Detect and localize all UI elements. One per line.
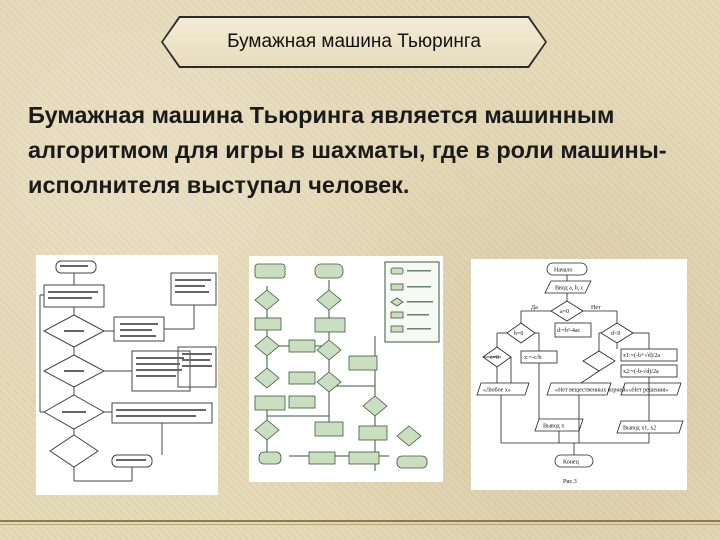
flowchart-figure-1 [36,255,218,495]
fig3-end: Конец [563,460,580,466]
fig3-any: «Любое x» [483,387,511,394]
fig3-x-eq: x:=-c/b [524,355,541,361]
fig3-x2: x2:=(-b-√d)/2a [623,368,659,375]
fig3-d-eq: d:=b²-4ac [557,328,581,334]
fig3-no-real: «Нет вещественных корней» [555,387,628,394]
flowchart-figure-2 [249,256,443,482]
title-frame: Бумажная машина Тьюринга [161,16,547,68]
fig3-cond-d: d<0 [611,331,620,337]
flowchart-figure-3: Начало Ввод a, b, c a=0 Да Нет b=0 d:=b²… [471,259,687,490]
fig3-cond-a0: a=0 [560,309,569,315]
bottom-rule [0,520,720,522]
fig3-yes-1: Да [531,305,538,311]
flowchart-2-graphic [254,261,440,471]
fig3-input: Ввод a, b, c [555,286,584,292]
fig3-caption: Рис.3 [563,479,577,485]
fig3-output: Вывод x [543,424,564,430]
fig3-x1: x1:=(-b+√d)/2a [623,352,660,359]
fig3-no-solutions: «Нет решения» [629,388,668,394]
fig3-output2: Вывод x1, x2 [623,426,656,432]
bottom-rule-thin [0,524,720,525]
body-text: Бумажная машина Тьюринга является машинн… [28,102,667,198]
slide-title: Бумажная машина Тьюринга [163,18,545,66]
fig3-cond-b0: b=0 [514,331,523,337]
fig3-cond-c0: c=0 [490,355,499,361]
flowchart-3-graphic: Начало Ввод a, b, c a=0 Да Нет b=0 d:=b²… [476,262,684,485]
fig3-no-1: Нет [591,305,601,311]
fig3-start: Начало [554,268,572,274]
flowchart-1-graphic [39,260,217,482]
